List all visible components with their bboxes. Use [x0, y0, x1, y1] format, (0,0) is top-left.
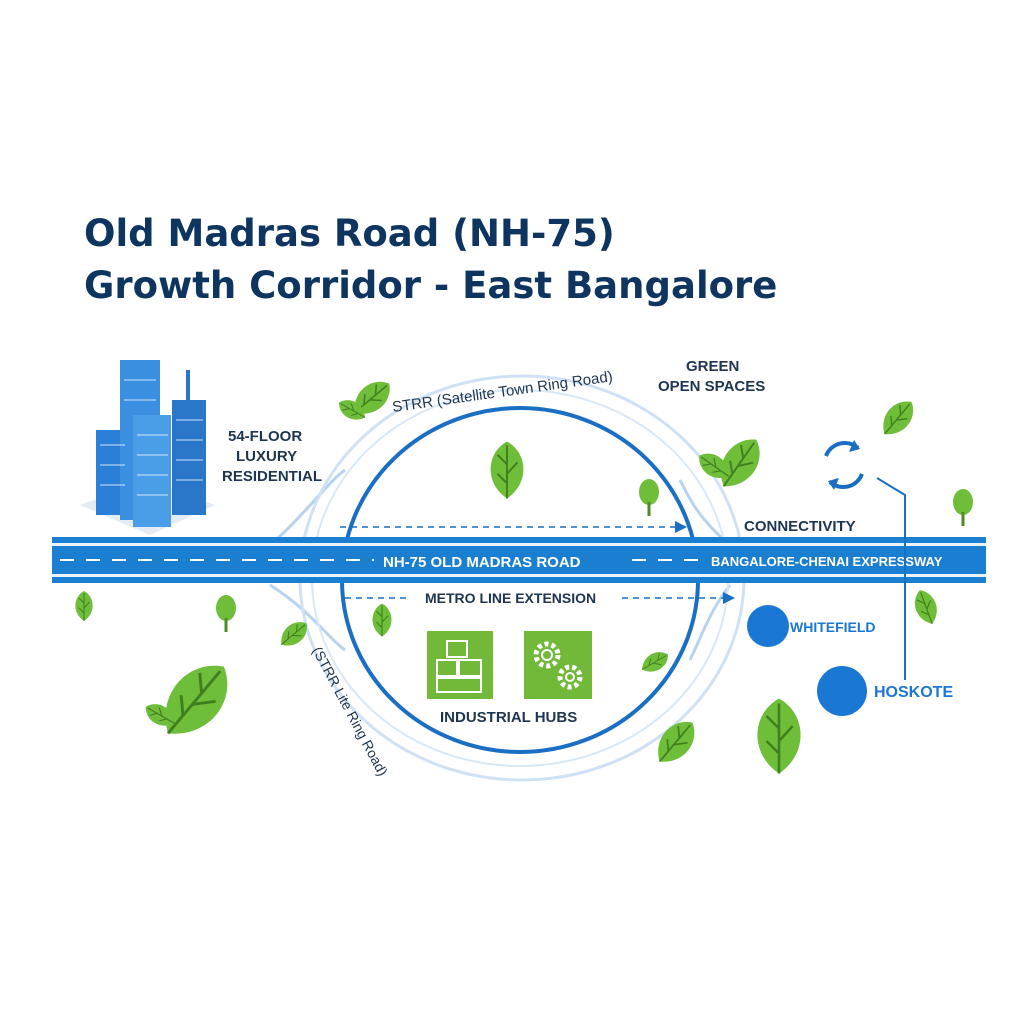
gears-icon — [524, 631, 592, 699]
industrial-label: INDUSTRIAL HUBS — [440, 709, 577, 726]
warehouse-boxes-icon — [427, 631, 493, 699]
circular-arrows-icon — [824, 440, 864, 490]
residential-label-line-1: 54-FLOOR — [228, 428, 302, 445]
hoskote-label: HOSKOTE — [874, 684, 953, 701]
green-spaces-label-line-2: OPEN SPACES — [658, 378, 765, 395]
metro-label: METRO LINE EXTENSION — [425, 590, 596, 606]
whitefield-marker — [747, 605, 789, 647]
connectivity-label: CONNECTIVITY — [744, 518, 856, 535]
connector-line — [876, 477, 906, 680]
residential-label-line-2: LUXURY — [236, 448, 297, 465]
skyscraper-cluster-icon — [80, 360, 215, 535]
title-line-1: Old Madras Road (NH-75) — [84, 212, 615, 255]
strr-bottom-label: (STRR Lite Ring Road) — [309, 644, 391, 779]
title-line-2: Growth Corridor - East Bangalore — [84, 264, 778, 307]
page-title: Old Madras Road (NH-75) Growth Corridor … — [84, 208, 777, 312]
expressway-label: BANGALORE-CHENAI EXPRESSWAY — [711, 554, 943, 569]
highway-label: NH-75 OLD MADRAS ROAD — [383, 554, 581, 571]
residential-label-line-3: RESIDENTIAL — [222, 468, 322, 485]
whitefield-label: WHITEFIELD — [790, 619, 876, 635]
green-spaces-label-line-1: GREEN — [686, 358, 739, 375]
hoskote-marker — [817, 666, 867, 716]
highway-band: NH-75 OLD MADRAS ROAD BANGALORE-CHENAI E… — [52, 537, 986, 583]
